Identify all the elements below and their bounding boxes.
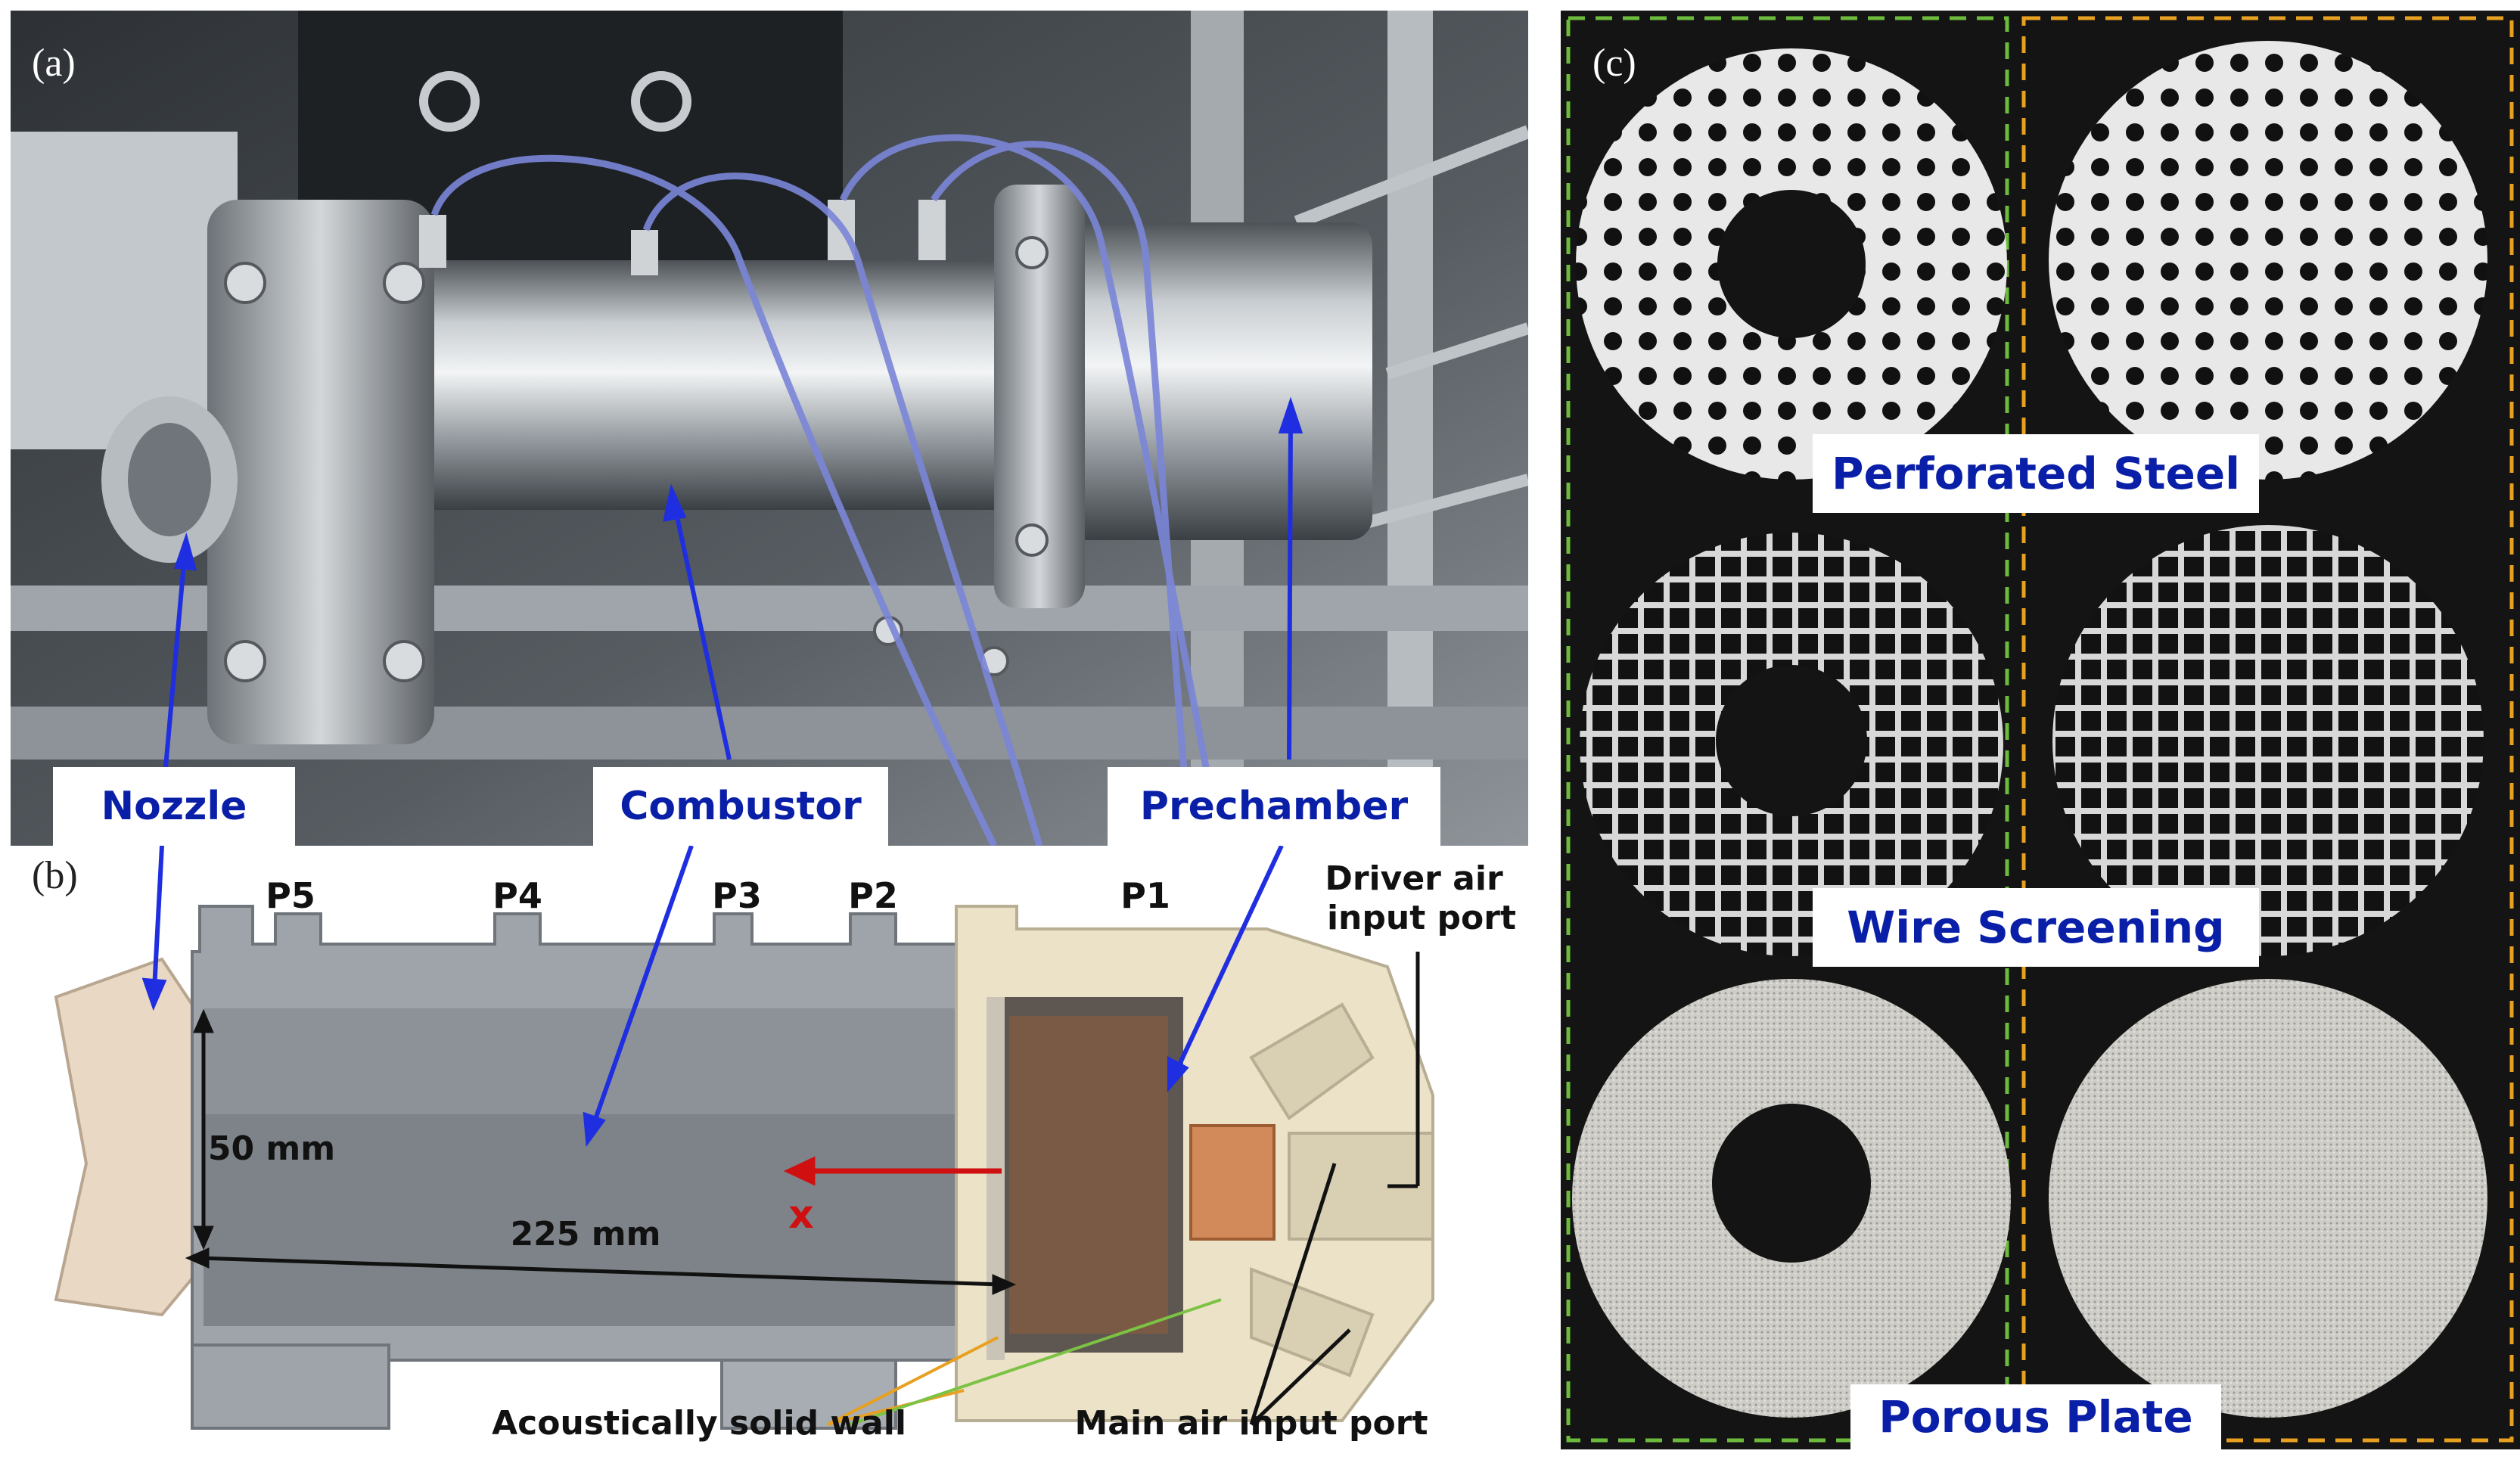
- port-label: P3: [712, 875, 762, 916]
- sample-photo: [1566, 16, 2514, 1443]
- panel-a-tag: (a): [32, 42, 76, 85]
- combustor-cutaway: P5 P4 P3 P2 P1 Driver air input port 50 …: [54, 846, 1516, 1443]
- driver-port-label: input port: [1327, 899, 1516, 937]
- main-port-label: Main air input port: [1074, 1404, 1428, 1443]
- test-rig-photo: [11, 11, 1528, 846]
- driver-port-label: Driver air: [1325, 859, 1503, 898]
- length-label: 225 mm: [511, 1215, 661, 1253]
- panel-a-photo: (a) Nozzle Combustor Prechamber: [11, 11, 1528, 846]
- port-label: P1: [1120, 875, 1170, 916]
- port-label: P4: [493, 875, 542, 916]
- port-label: P5: [266, 875, 315, 916]
- wall-label: Acoustically solid wall: [492, 1404, 906, 1443]
- panel-b-tag: (b): [32, 854, 78, 897]
- porous-plate-label: Porous Plate: [1850, 1384, 2221, 1449]
- port-label: P2: [848, 875, 898, 916]
- diameter-label: 50 mm: [208, 1129, 335, 1168]
- panel-b-schematic: P5 P4 P3 P2 P1 Driver air input port 50 …: [11, 846, 1528, 1460]
- panel-c-samples: (c) Perforated Steel Wire Screening Poro…: [1561, 11, 2520, 1449]
- perforated-steel-label: Perforated Steel: [1813, 434, 2259, 513]
- combustor-label: Combustor: [593, 767, 888, 846]
- axis-x-symbol: x: [788, 1192, 814, 1238]
- nozzle-label: Nozzle: [53, 767, 295, 846]
- prechamber-label: Prechamber: [1108, 767, 1440, 846]
- panel-c-tag: (c): [1592, 42, 1636, 85]
- wire-screening-label: Wire Screening: [1813, 888, 2259, 967]
